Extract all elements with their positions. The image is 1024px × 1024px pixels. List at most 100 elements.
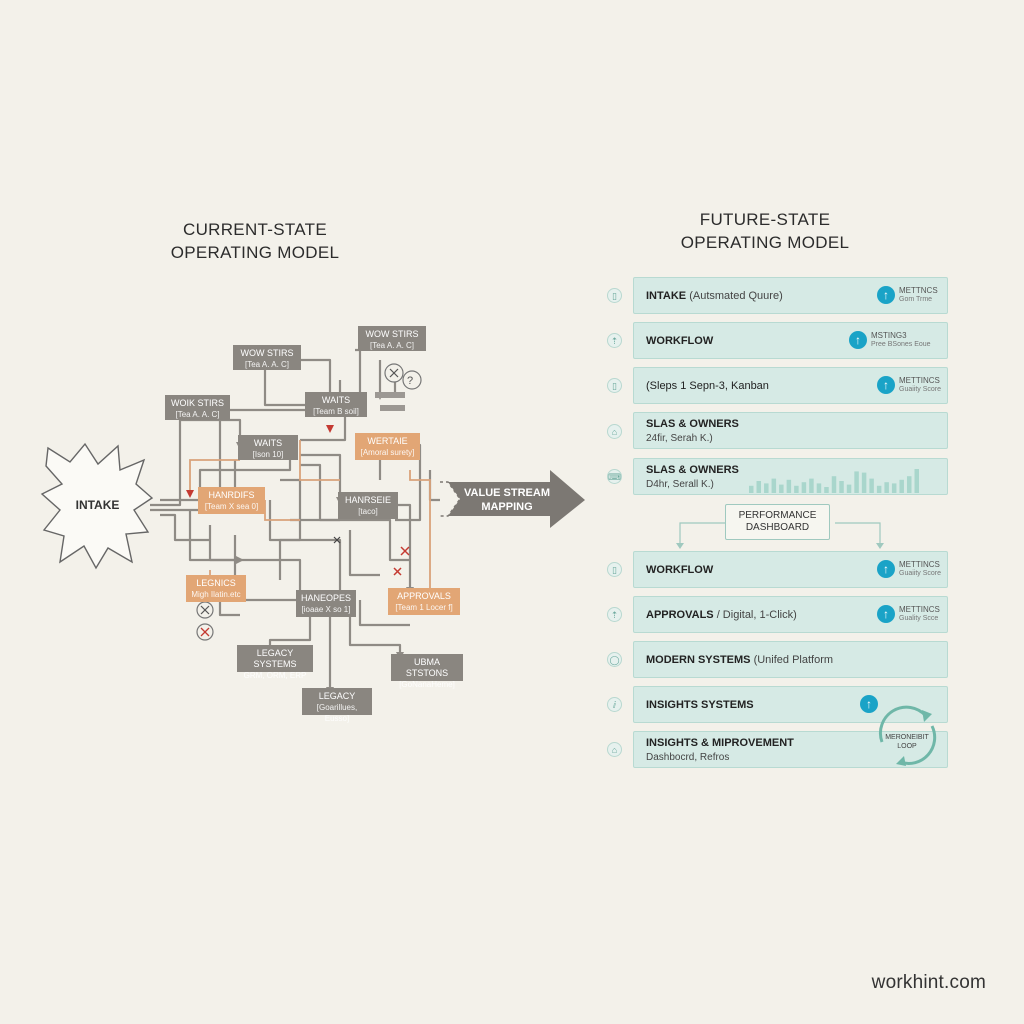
mini-bar [786, 479, 792, 493]
arrow-up-icon: ↑ [877, 605, 895, 623]
metric-badge-4-sub: Guaiity Score [899, 570, 942, 577]
legacy-box-title: LEGACY [318, 691, 356, 701]
future-state-title: FUTURE-STATE OPERATING MODEL [660, 208, 870, 254]
mini-bar-chart [749, 469, 919, 493]
process-box-3-sub: [Tea A. A. C] [175, 410, 220, 419]
feedback-loop-label: MERONEIBIT LOOP [868, 733, 946, 751]
process-box-1-title: WOW STIRS [365, 329, 419, 339]
svg-text:?: ? [407, 375, 413, 387]
future-row-modern-systems: MODERN SYSTEMS (Unifed Platform [633, 641, 948, 678]
mini-bar [749, 485, 754, 493]
legacy-box-sub: [Goarillues, Eusso] [316, 703, 358, 723]
metric-badge-1-title: METTNCS [899, 286, 938, 295]
mini-bar [906, 476, 912, 493]
metric-badge-5: ↑ METTINCS Guality Scce [877, 602, 940, 628]
legacy-systems-box-title: LEGACY SYSTEMS [253, 648, 297, 669]
process-box-4: HANRSEIE [taco] [338, 492, 398, 519]
waits-box-1-title: WAITS [321, 395, 351, 405]
row-icon-2: ⇡ [607, 333, 622, 348]
mini-bar [861, 472, 867, 493]
future-row-approvals-label: APPROVALS / Digital, 1-Click) [646, 609, 797, 621]
mini-bar [824, 487, 829, 493]
future-row-modern-systems-label: MODERN SYSTEMS (Unifed Platform [646, 654, 833, 666]
current-state-title: CURRENT-STATE OPERATING MODEL [150, 218, 360, 264]
metric-badge-1: ↑ METTNCS Gom Trme [877, 283, 939, 309]
legacy-systems-box-sub: GRM, ORM, ERP [243, 671, 307, 680]
process-box-1-sub: [Tea A. A. C] [369, 341, 415, 350]
arrow-up-icon: ↑ [877, 286, 895, 304]
process-box-3: WOIK STIRS [Tea A. A. C] [165, 395, 230, 420]
future-row-insights-systems-title: INSIGHTS SYSTEMS [646, 699, 754, 711]
arrow-up-icon: ↑ [877, 560, 895, 578]
row-icon-9: ⅈ [607, 697, 622, 712]
waits-box-2: WAITS [Ison 10] [238, 435, 298, 460]
orange-box-1-sub: [Amoral surety] [360, 448, 415, 457]
process-box-2-sub: [Tea A. A. C] [244, 360, 290, 369]
future-row-approvals: APPROVALS / Digital, 1-Click) ↑ METTINCS… [633, 596, 948, 633]
metric-badge-2-sub: Pree BSones Eoue [871, 341, 931, 348]
future-row-workflow-title: WORKFLOW [646, 335, 714, 347]
row-icon-6: ▯ [607, 562, 622, 577]
process-box-4-title: HANRSEIE [344, 495, 391, 505]
metric-badge-5-title: METTINCS [899, 605, 940, 614]
mini-bar [869, 478, 874, 493]
waits-box-1-sub: [Team B soil] [313, 407, 359, 416]
future-row-workflow-2-title: WORKFLOW [646, 564, 714, 576]
current-state-title-line1: CURRENT-STATE [183, 220, 327, 239]
legacy-orange-box: LEGNICS Migh Ilatin.etc [186, 575, 246, 602]
process-box-2: WOW STIRS [Tea A. A. C] [233, 345, 301, 370]
mini-bar [854, 471, 859, 493]
mini-bar [846, 484, 852, 493]
value-stream-label-line2: MAPPING [481, 501, 533, 513]
future-row-modern-systems-sub: (Unifed Platform [750, 654, 834, 666]
mini-bar [809, 478, 814, 493]
mini-bar [794, 485, 799, 493]
future-row-insights-improvement: INSIGHTS & MIPROVEMENT Dashbocrd, Refros [633, 731, 948, 768]
future-row-slas-1-title: SLAS & OWNERS [646, 418, 739, 430]
mini-bar [756, 481, 762, 493]
future-row-slas-2-title: SLAS & OWNERS [646, 464, 739, 476]
value-stream-arrow [440, 470, 585, 528]
mini-bar [764, 483, 769, 493]
mini-bar [914, 469, 919, 493]
approvals-box-sub: [Team 1 Locer f] [395, 603, 453, 612]
intake-burst-shape [40, 442, 154, 570]
waits-box-1: WAITS [Team B soil] [305, 392, 367, 417]
value-stream-label-line1: VALUE STREAM [464, 487, 550, 499]
future-row-slas-1: SLAS & OWNERS 24fir, Serah K.) [633, 412, 948, 449]
row-icon-5: ⌨ [607, 469, 622, 484]
future-row-slas-1-sub: 24fir, Serah K.) [646, 433, 713, 444]
process-box-4-sub: [taco] [358, 507, 378, 516]
future-row-insights-systems: INSIGHTS SYSTEMS ↑ [633, 686, 948, 723]
process-box-3-title: WOIK STIRS [170, 398, 224, 408]
performance-dashboard-box: PERFORMANCE DASHBOARD [725, 504, 830, 540]
future-row-workflow-label: WORKFLOW [646, 335, 713, 347]
arrow-up-icon: ↑ [860, 695, 878, 713]
mini-bar [779, 484, 784, 493]
value-stream-label: VALUE STREAM MAPPING [452, 486, 562, 514]
mini-bar [876, 485, 882, 493]
future-row-workflow-2: WORKFLOW ↑ METTINCS Guaiity Score [633, 551, 948, 588]
dashboard-connectors [676, 522, 884, 549]
current-state-title-line2: OPERATING MODEL [170, 243, 340, 262]
future-row-insights-systems-label: INSIGHTS SYSTEMS [646, 699, 754, 711]
future-row-intake-sub: (Autsmated Quure) [686, 290, 783, 302]
feedback-loop-icon [878, 705, 937, 766]
approvals-box-title: APPROVALS [397, 591, 451, 601]
arrow-up-icon: ↑ [849, 331, 867, 349]
waits-box-2-title: WAITS [253, 438, 283, 448]
feedback-loop-label-line2: LOOP [897, 743, 917, 750]
metric-badge-2: ↑ MSTING3 Pree BSones Eoue [849, 328, 939, 354]
mini-bar [899, 479, 904, 493]
mini-bar [884, 482, 889, 493]
brand-watermark: workhint.com [871, 972, 986, 993]
row-icon-8: ◯ [607, 652, 622, 667]
performance-dashboard-line1: PERFORMANCE [738, 510, 817, 521]
process-box-2-title: WOW STIRS [240, 348, 294, 358]
future-row-insights-improvement-title-text: INSIGHTS & MIPROVEMENT [646, 737, 794, 749]
future-row-slas-2: SLAS & OWNERS D4hr, Serall K.) [633, 458, 948, 495]
mini-bar [801, 482, 807, 493]
intake-label: INTAKE [75, 498, 120, 512]
orange-box-1-title: WERTAIE [367, 436, 408, 446]
future-row-approvals-sub: / Digital, 1-Click) [713, 609, 797, 621]
